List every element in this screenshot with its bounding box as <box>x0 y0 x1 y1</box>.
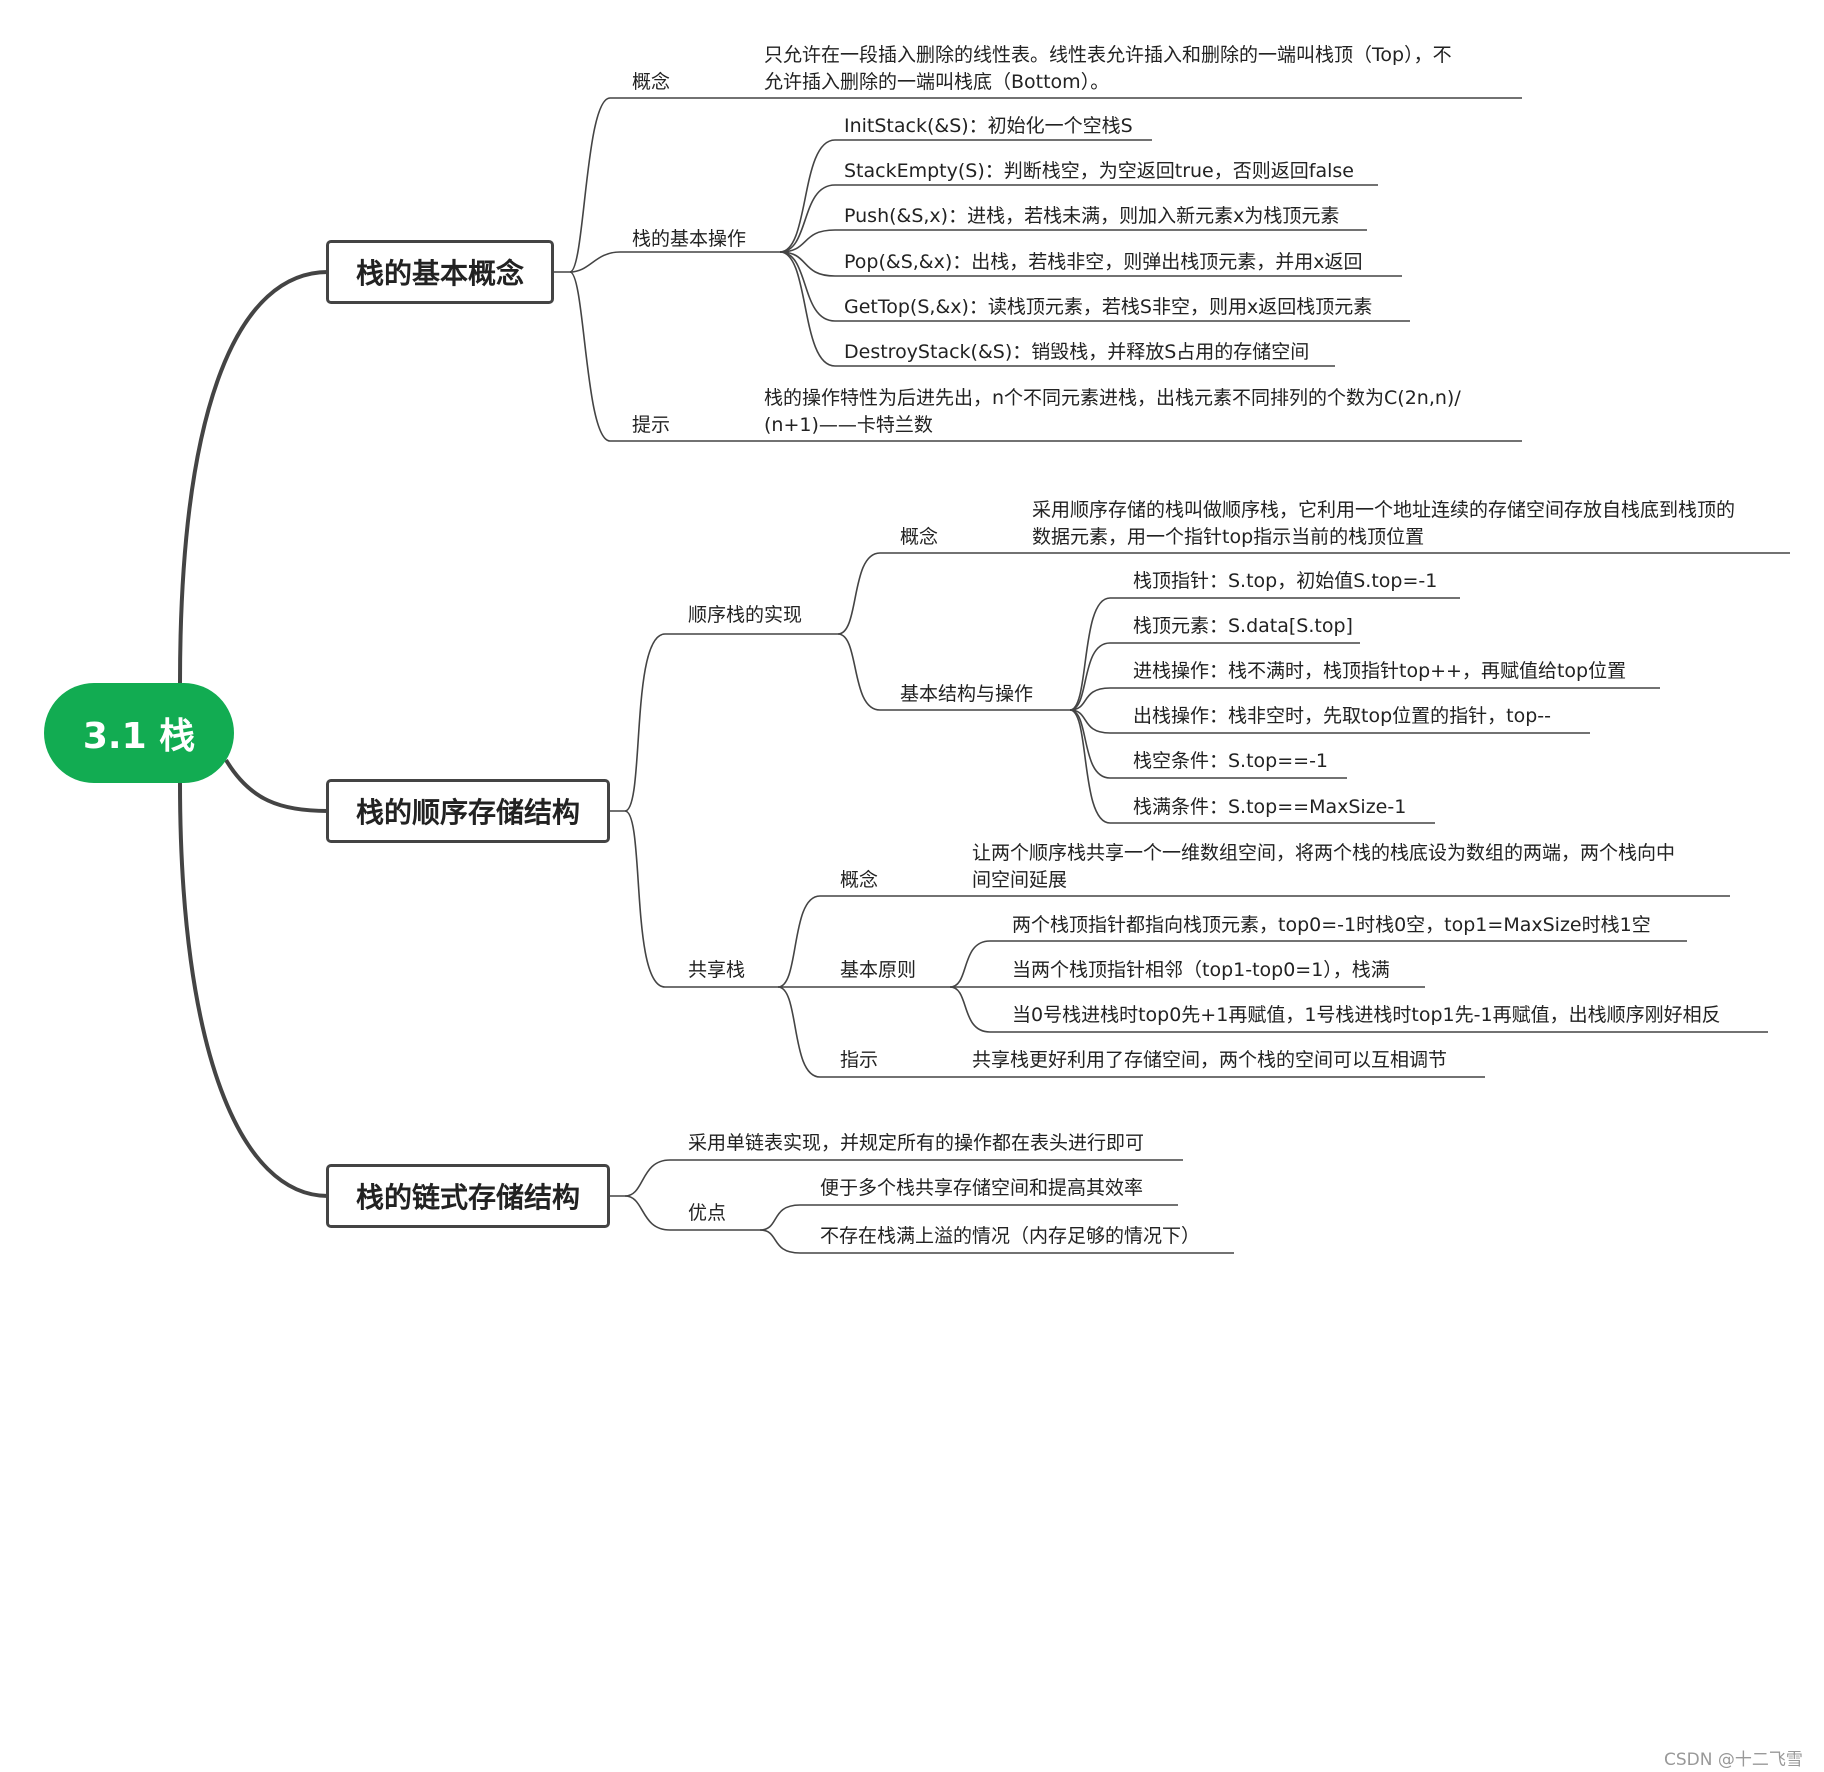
watermark: CSDN @十二飞雪 <box>1664 1750 1803 1770</box>
link-impl-text: 采用单链表实现，并规定所有的操作都在表头进行即可 <box>688 1132 1145 1154</box>
topic-basic-concept[interactable]: 栈的基本概念 <box>326 240 554 304</box>
basic-concept-text-line2: 允许插入删除的一端叫栈底（Bottom）。 <box>764 71 1110 93</box>
basic-hint-text-line1: 栈的操作特性为后进先出，n个不同元素进栈，出栈元素不同排列的个数为C(2n,n)… <box>764 387 1461 409</box>
seq-impl-label: 顺序栈的实现 <box>688 604 803 626</box>
struct-item: 进栈操作：栈不满时，栈顶指针top++，再赋值给top位置 <box>1133 660 1627 682</box>
seq-struct-label: 基本结构与操作 <box>900 683 1034 705</box>
root-node[interactable]: 3.1 栈 <box>44 683 234 783</box>
struct-item: 栈空条件：S.top==-1 <box>1133 750 1329 772</box>
seq-concept-label: 概念 <box>900 526 939 548</box>
basic-hint-text-line2: (n+1)——卡特兰数 <box>764 414 933 436</box>
struct-item: 栈顶元素：S.data[S.top] <box>1133 615 1353 637</box>
op-item: StackEmpty(S)：判断栈空，为空返回true，否则返回false <box>844 160 1354 182</box>
op-item: GetTop(S,&x)：读栈顶元素，若栈S非空，则用x返回栈顶元素 <box>844 296 1373 318</box>
branch-seq <box>224 758 329 813</box>
main-branches <box>178 270 329 1198</box>
shared-tip-text: 共享栈更好利用了存储空间，两个栈的空间可以互相调节 <box>972 1049 1448 1071</box>
shared-stack-label: 共享栈 <box>688 959 746 981</box>
topic-sequential-storage[interactable]: 栈的顺序存储结构 <box>326 779 610 843</box>
link-adv-label: 优点 <box>688 1202 727 1224</box>
basic-concept-text-line1: 只允许在一段插入删除的线性表。线性表允许插入和删除的一端叫栈顶（Top），不 <box>764 44 1452 66</box>
branch-link <box>178 782 329 1198</box>
principle-item: 当0号栈进栈时top0先+1再赋值，1号栈进栈时top1先-1再赋值，出栈顺序刚… <box>1012 1004 1721 1026</box>
advantage-item: 不存在栈满上溢的情况（内存足够的情况下） <box>820 1225 1201 1247</box>
advantage-item: 便于多个栈共享存储空间和提高其效率 <box>820 1177 1144 1199</box>
struct-item: 栈顶指针：S.top，初始值S.top=-1 <box>1133 570 1438 592</box>
branch-basic <box>178 270 329 684</box>
principle-item: 两个栈顶指针都指向栈顶元素，top0=-1时栈0空，top1=MaxSize时栈… <box>1012 914 1651 936</box>
sub-branches <box>552 97 1790 1254</box>
principle-label: 基本原则 <box>840 959 917 981</box>
struct-item: 栈满条件：S.top==MaxSize-1 <box>1133 796 1407 818</box>
basic-hint-label: 提示 <box>632 414 671 436</box>
basic-concept-label: 概念 <box>632 71 671 93</box>
op-item: Pop(&S,&x)：出栈，若栈非空，则弹出栈顶元素，并用x返回 <box>844 251 1363 273</box>
basic-ops-label: 栈的基本操作 <box>632 228 747 250</box>
principle-item: 当两个栈顶指针相邻（top1-top0=1），栈满 <box>1012 959 1390 981</box>
shared-tip-label: 指示 <box>840 1049 879 1071</box>
op-item: DestroyStack(&S)：销毁栈，并释放S占用的存储空间 <box>844 341 1310 363</box>
shared-concept-label: 概念 <box>840 869 879 891</box>
seq-concept-text-line1: 采用顺序存储的栈叫做顺序栈，它利用一个地址连续的存储空间存放自栈底到栈顶的 <box>1032 499 1736 521</box>
shared-concept-text-line2: 间空间延展 <box>972 869 1068 891</box>
shared-concept-text-line1: 让两个顺序栈共享一个一维数组空间，将两个栈的栈底设为数组的两端，两个栈向中 <box>972 842 1676 864</box>
topic-linked-storage[interactable]: 栈的链式存储结构 <box>326 1164 610 1228</box>
op-item: InitStack(&S)：初始化一个空栈S <box>844 115 1133 137</box>
seq-concept-text-line2: 数据元素，用一个指针top指示当前的栈顶位置 <box>1032 526 1425 548</box>
op-item: Push(&S,x)：进栈，若栈未满，则加入新元素x为栈顶元素 <box>844 205 1340 227</box>
struct-item: 出栈操作：栈非空时，先取top位置的指针，top-- <box>1133 705 1551 727</box>
